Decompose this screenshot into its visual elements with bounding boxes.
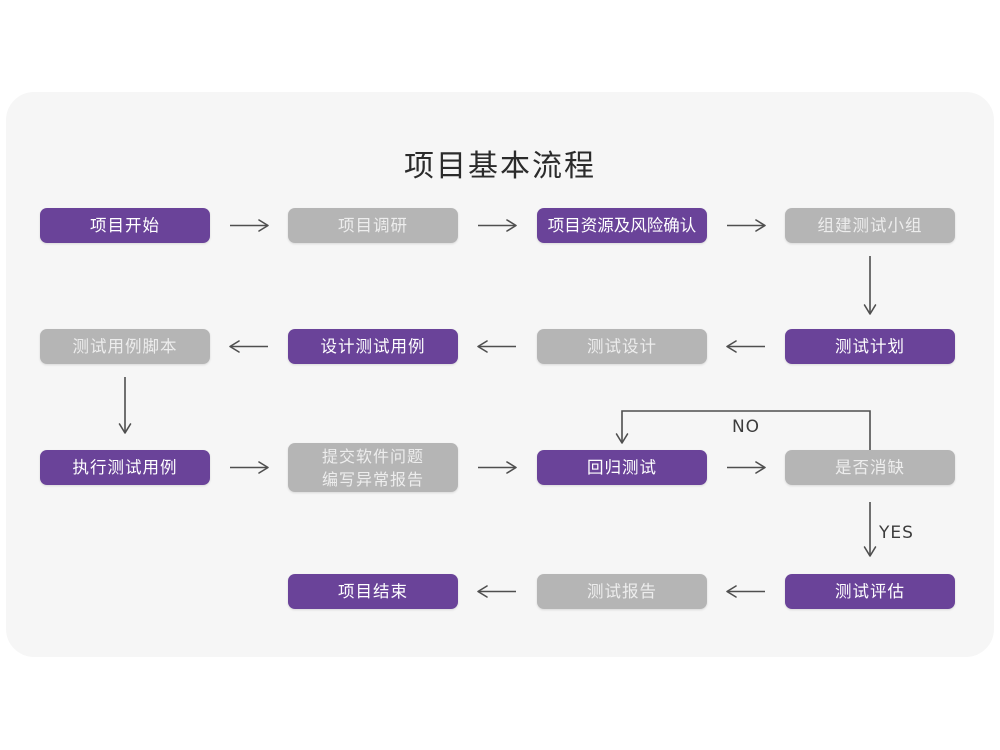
node-defect-cleared-check: 是否消缺 [785, 450, 955, 485]
node-test-evaluation: 测试评估 [785, 574, 955, 609]
node-project-research: 项目调研 [288, 208, 458, 243]
node-project-end: 项目结束 [288, 574, 458, 609]
node-build-test-team: 组建测试小组 [785, 208, 955, 243]
node-design-test-cases: 设计测试用例 [288, 329, 458, 364]
node-test-report: 测试报告 [537, 574, 707, 609]
node-test-plan: 测试计划 [785, 329, 955, 364]
edge-label-yes: YES [879, 523, 914, 543]
node-project-start: 项目开始 [40, 208, 210, 243]
diagram-title: 项目基本流程 [404, 149, 596, 184]
flowchart-card [6, 92, 994, 657]
edge-label-no: NO [731, 417, 761, 437]
node-execute-test-cases: 执行测试用例 [40, 450, 210, 485]
node-test-case-script: 测试用例脚本 [40, 329, 210, 364]
node-submit-issues-report: 提交软件问题 编写异常报告 [288, 443, 458, 492]
node-test-design: 测试设计 [537, 329, 707, 364]
node-regression-test: 回归测试 [537, 450, 707, 485]
node-resource-risk-confirm: 项目资源及风险确认 [537, 208, 707, 243]
